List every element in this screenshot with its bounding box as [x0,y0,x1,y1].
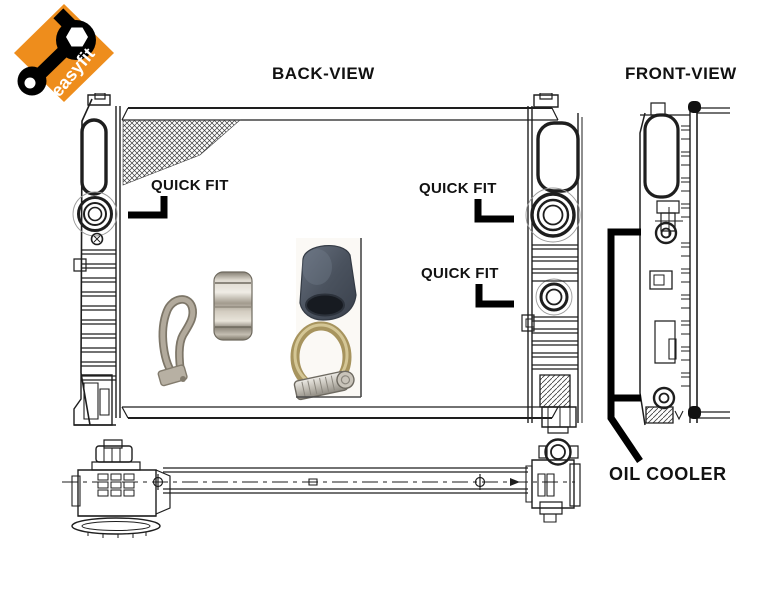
right-tank [522,93,582,433]
front-view-radiator-drawing [633,101,773,443]
core-bottom-edge [122,407,558,418]
left-tank [73,93,120,425]
easyfit-logo-graphic: easyfit [14,4,114,102]
bottom-right-connector [526,440,580,523]
back-view-radiator-drawing [72,93,592,438]
front-bottom-mount-lines [697,412,730,418]
wrench-icon [17,8,96,96]
front-top-mount-lines [697,108,730,113]
core-top-edge [122,108,558,120]
right-tank-hatch-block [540,375,570,407]
rubber-hose-cap-photo [299,244,357,321]
hose-clamp-photo [290,321,355,401]
right-lower-port [536,279,572,315]
photo-inset-frame [296,238,362,398]
quick-fit-label-left: QUICK FIT [151,177,229,194]
easyfit-logo: easyfit [6,0,124,112]
left-tank-oval [82,120,106,194]
front-lower-oil-port [654,388,674,408]
back-view-title: BACK-VIEW [272,64,375,83]
quick-fit-label-upper-right: QUICK FIT [419,180,497,197]
quick-fit-label-lower-right: QUICK FIT [421,265,499,282]
bottom-tank-strip [163,468,528,493]
oil-cooler-label: OIL COOLER [609,464,727,484]
fin-hatch-area [123,120,240,185]
front-upper-oil-port [656,223,676,243]
retaining-clip-photo [213,271,253,341]
spring-clip-photo [157,295,197,387]
front-view-title: FRONT-VIEW [625,64,737,83]
bottom-view-drawing [58,436,598,538]
right-upper-port [526,188,580,242]
bottom-left-connector [72,440,170,538]
right-tank-oval [538,123,578,191]
front-tank-oval [645,115,678,197]
bottom-centerline [62,474,575,490]
left-inlet-port [73,192,117,236]
fitting-parts-photo [157,238,362,401]
